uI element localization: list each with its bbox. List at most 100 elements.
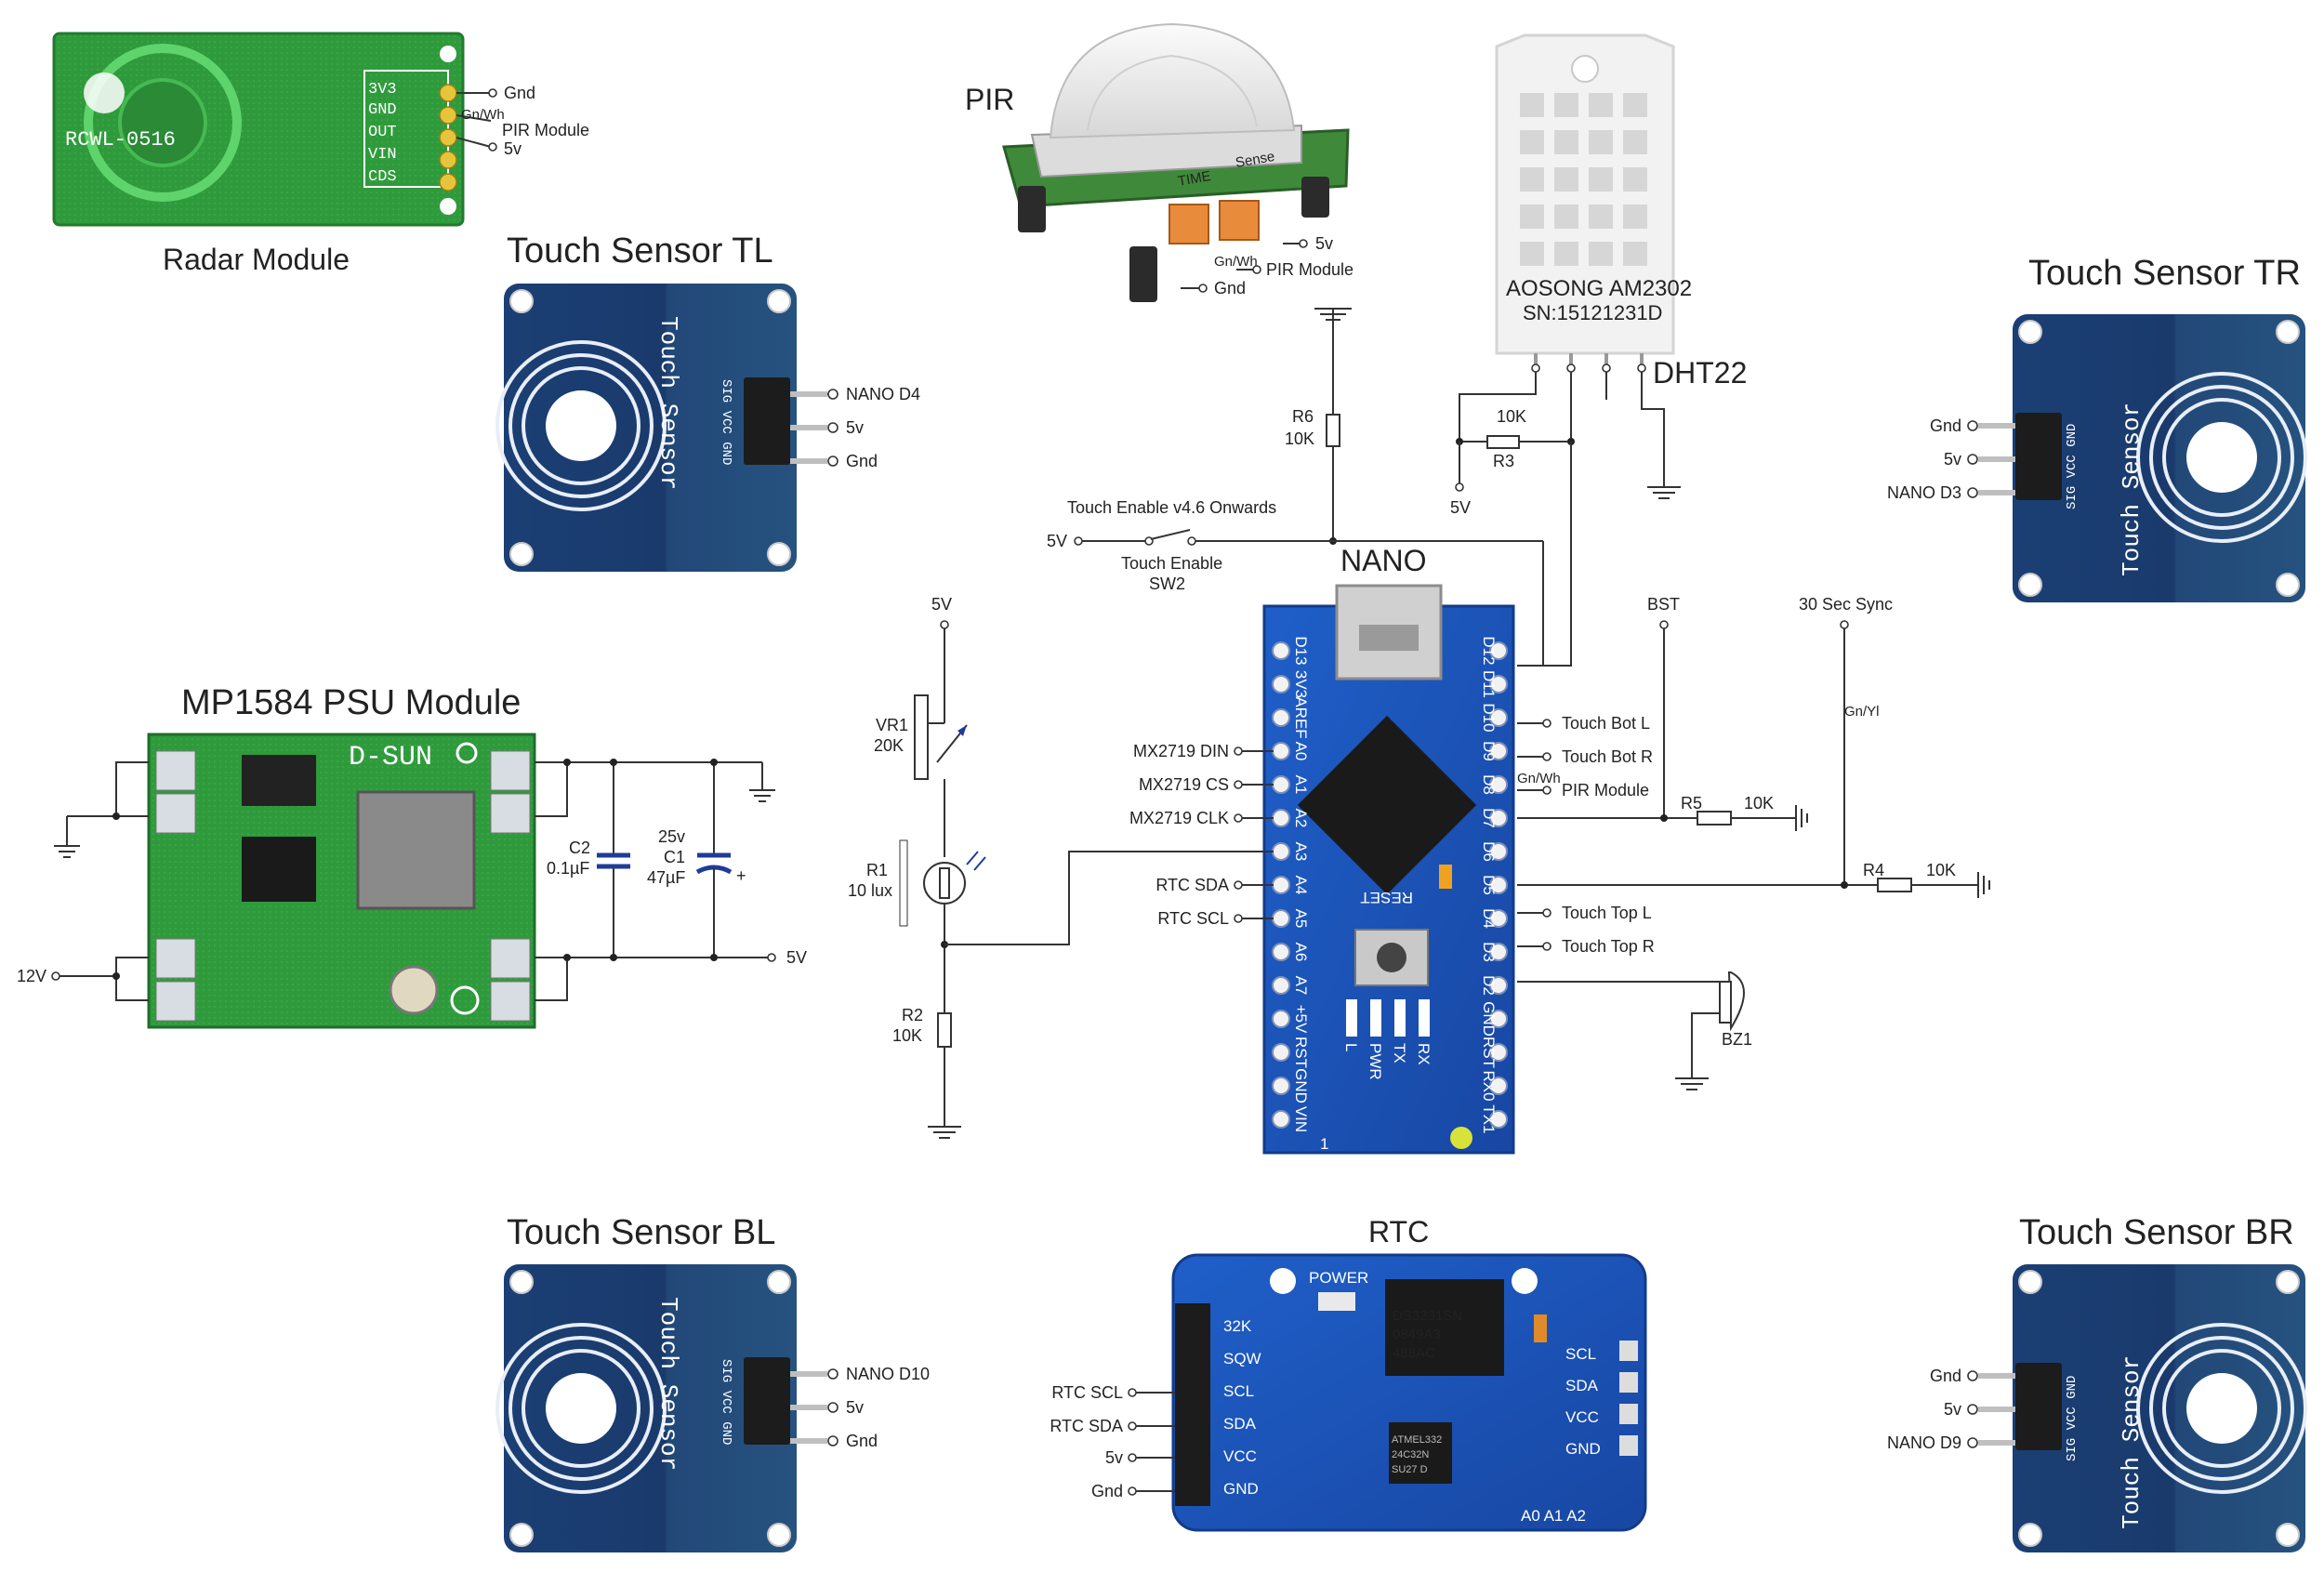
- label-pir-module: PIR Module: [1562, 781, 1649, 799]
- rtc-pin-vcc: VCC: [1223, 1447, 1257, 1465]
- r3-resistor: [1486, 435, 1520, 449]
- touch-bl-title: Touch Sensor BL: [507, 1213, 775, 1252]
- rtc-rpin-scl: SCL: [1565, 1345, 1596, 1363]
- radar-pin-out: OUT: [368, 124, 397, 141]
- c2-name: C2: [569, 839, 590, 857]
- touch-sensor-tr: Touch Sensor TR Touch Sensor SIG VCC GND…: [1887, 254, 2307, 602]
- psu-trimpot: [389, 965, 439, 1015]
- rtc-chip1-line3: 488AC: [1393, 1345, 1435, 1361]
- psu-in-label: 12V: [17, 967, 46, 985]
- touch-tr-pin-names: SIG VCC GND: [2065, 424, 2080, 509]
- pir-out-label: PIR Module: [1266, 260, 1353, 279]
- touch-tl-gnd-label: Gnd: [846, 452, 878, 470]
- touch-bl-gnd-label: Gnd: [846, 1432, 878, 1450]
- pir-title: PIR: [965, 83, 1014, 116]
- nano-left-pin-hole: [1272, 909, 1290, 928]
- rtc-rpin-vcc: VCC: [1565, 1408, 1599, 1426]
- nano-left-pin-label: A0: [1292, 742, 1310, 761]
- nano-board: NANO RESET L PWR TX RX 1 D133V3AREFA0A1A…: [1262, 544, 1515, 1155]
- radar-pin-3v3: 3V3: [368, 81, 397, 99]
- touch-tl-silk: Touch Sensor: [654, 316, 682, 490]
- c2-value: 0.1µF: [547, 859, 589, 878]
- label-rtc-scl: RTC SCL: [1157, 909, 1229, 928]
- rtc-rpin-gnd: GND: [1565, 1440, 1601, 1458]
- touch-sensor-tl: Touch Sensor TL Touch Sensor SIG VCC GND…: [495, 231, 920, 572]
- nano-left-pin-label: AREF: [1292, 696, 1310, 738]
- nano-pin1: 1: [1320, 1135, 1328, 1153]
- r4-resistor: [1877, 878, 1912, 892]
- nano-right-pin-label: D12: [1480, 636, 1498, 665]
- touch-tr-vcc-label: 5v: [1944, 450, 1961, 469]
- rtc-header: [1175, 1303, 1210, 1506]
- rtc-pin-scl: SCL: [1223, 1382, 1254, 1400]
- touch-br-board: [2013, 1264, 2305, 1552]
- nano-right-pin-label: D7: [1480, 808, 1498, 828]
- nano-right-pin-hole: [1489, 708, 1508, 727]
- touch-tr-title: Touch Sensor TR: [2028, 254, 2301, 293]
- radar-pin-gnd: GND: [368, 101, 397, 119]
- nano-left-pin-hole: [1272, 641, 1290, 660]
- rtc-title: RTC: [1368, 1215, 1429, 1248]
- radar-title: Radar Module: [163, 243, 350, 276]
- nano-led-l: L: [1342, 1043, 1360, 1051]
- nano-left-connections: MX2719 DIN MX2719 CS MX2719 CLK RTC SDA …: [1129, 742, 1274, 928]
- c1-value: 47µF: [647, 868, 685, 887]
- rtc-chip2-line3: SU27 D: [1392, 1464, 1428, 1475]
- nano-left-pin-hole: [1272, 742, 1290, 760]
- nano-wire-note: Gn/Wh: [1517, 771, 1561, 786]
- rtc-chip-eeprom: [1389, 1422, 1452, 1484]
- nano-right-connections: Touch Bot L Touch Bot R Gn/Wh PIR Module…: [1517, 714, 1655, 956]
- rtc-chip1-line2: 0849A3: [1393, 1327, 1441, 1342]
- bst-label: BST: [1647, 595, 1680, 614]
- radar-module: RCWL-0516 3V3 GND OUT VIN CDS Gnd Gn/Wh …: [52, 32, 589, 276]
- rtc-chip2-line1: ATMEL332: [1392, 1434, 1442, 1446]
- nano-left-pin-hole: [1272, 976, 1290, 995]
- sw2-name: Touch Enable: [1121, 554, 1222, 573]
- rtc-chip1-line1: DS3231SN: [1393, 1308, 1462, 1324]
- vr1-value: 20K: [874, 736, 904, 755]
- nano-left-pin-hole: [1272, 1110, 1290, 1129]
- touch-tl-sig-label: NANO D4: [846, 385, 920, 403]
- label-touch-bot-l: Touch Bot L: [1562, 714, 1650, 733]
- vr1-name: VR1: [876, 716, 908, 734]
- sync-network: 30 Sec Sync Gn/Yl R4 10K: [1517, 595, 1990, 898]
- radar-pin-cds: CDS: [368, 168, 397, 186]
- sw2-src-label: 5V: [1047, 532, 1067, 550]
- nano-right-pin-hole: [1489, 675, 1508, 694]
- nano-left-pin-hole: [1272, 708, 1290, 727]
- touch-enable-switch: Touch Enable v4.6 Onwards 5V Touch Enabl…: [1047, 498, 1544, 667]
- rtc-addr-silk: A0 A1 A2: [1521, 1507, 1586, 1525]
- nano-left-pin-hole: [1272, 809, 1290, 827]
- nano-left-pin-hole: [1272, 1077, 1290, 1095]
- c1-plus: +: [736, 866, 746, 885]
- rtc-module: RTC POWER DS3231SN 0849A3 488AC ATMEL332…: [1050, 1215, 1647, 1532]
- r5-resistor: [1697, 811, 1732, 826]
- pir-module: PIR TIME Sense 5v Gn/Wh PIR Module Gnd: [965, 22, 1353, 302]
- pir-dome: [1049, 22, 1296, 139]
- r6-name: R6: [1292, 407, 1314, 426]
- nano-title: NANO: [1340, 544, 1426, 577]
- nano-right-pin-hole: [1489, 842, 1508, 861]
- label-touch-top-r: Touch Top R: [1562, 937, 1655, 956]
- nano-right-pin-label: D6: [1480, 841, 1498, 862]
- psu-board: [147, 733, 536, 1029]
- nano-right-pin-hole: [1489, 1110, 1508, 1129]
- r1-value: 10 lux: [848, 881, 892, 900]
- touch-bl-vcc-label: 5v: [846, 1398, 864, 1417]
- nano-right-pin-hole: [1489, 1010, 1508, 1028]
- nano-right-pin-label: D3: [1480, 942, 1498, 962]
- sync-label: 30 Sec Sync: [1799, 595, 1893, 614]
- label-mx-clk: MX2719 CLK: [1129, 809, 1229, 827]
- dht-line2: SN:15121231D: [1523, 301, 1662, 324]
- r5-name: R5: [1681, 794, 1702, 812]
- r5-value: 10K: [1744, 794, 1774, 812]
- nano-right-pin-hole: [1489, 909, 1508, 928]
- psu-title: MP1584 PSU Module: [181, 683, 521, 722]
- r3-value: 10K: [1497, 407, 1526, 426]
- nano-left-pin-hole: [1272, 876, 1290, 894]
- nano-right-pin-label: RX0: [1480, 1070, 1498, 1101]
- ldr-5v-label: 5V: [931, 595, 952, 614]
- pir-gnd-label: Gnd: [1214, 279, 1246, 297]
